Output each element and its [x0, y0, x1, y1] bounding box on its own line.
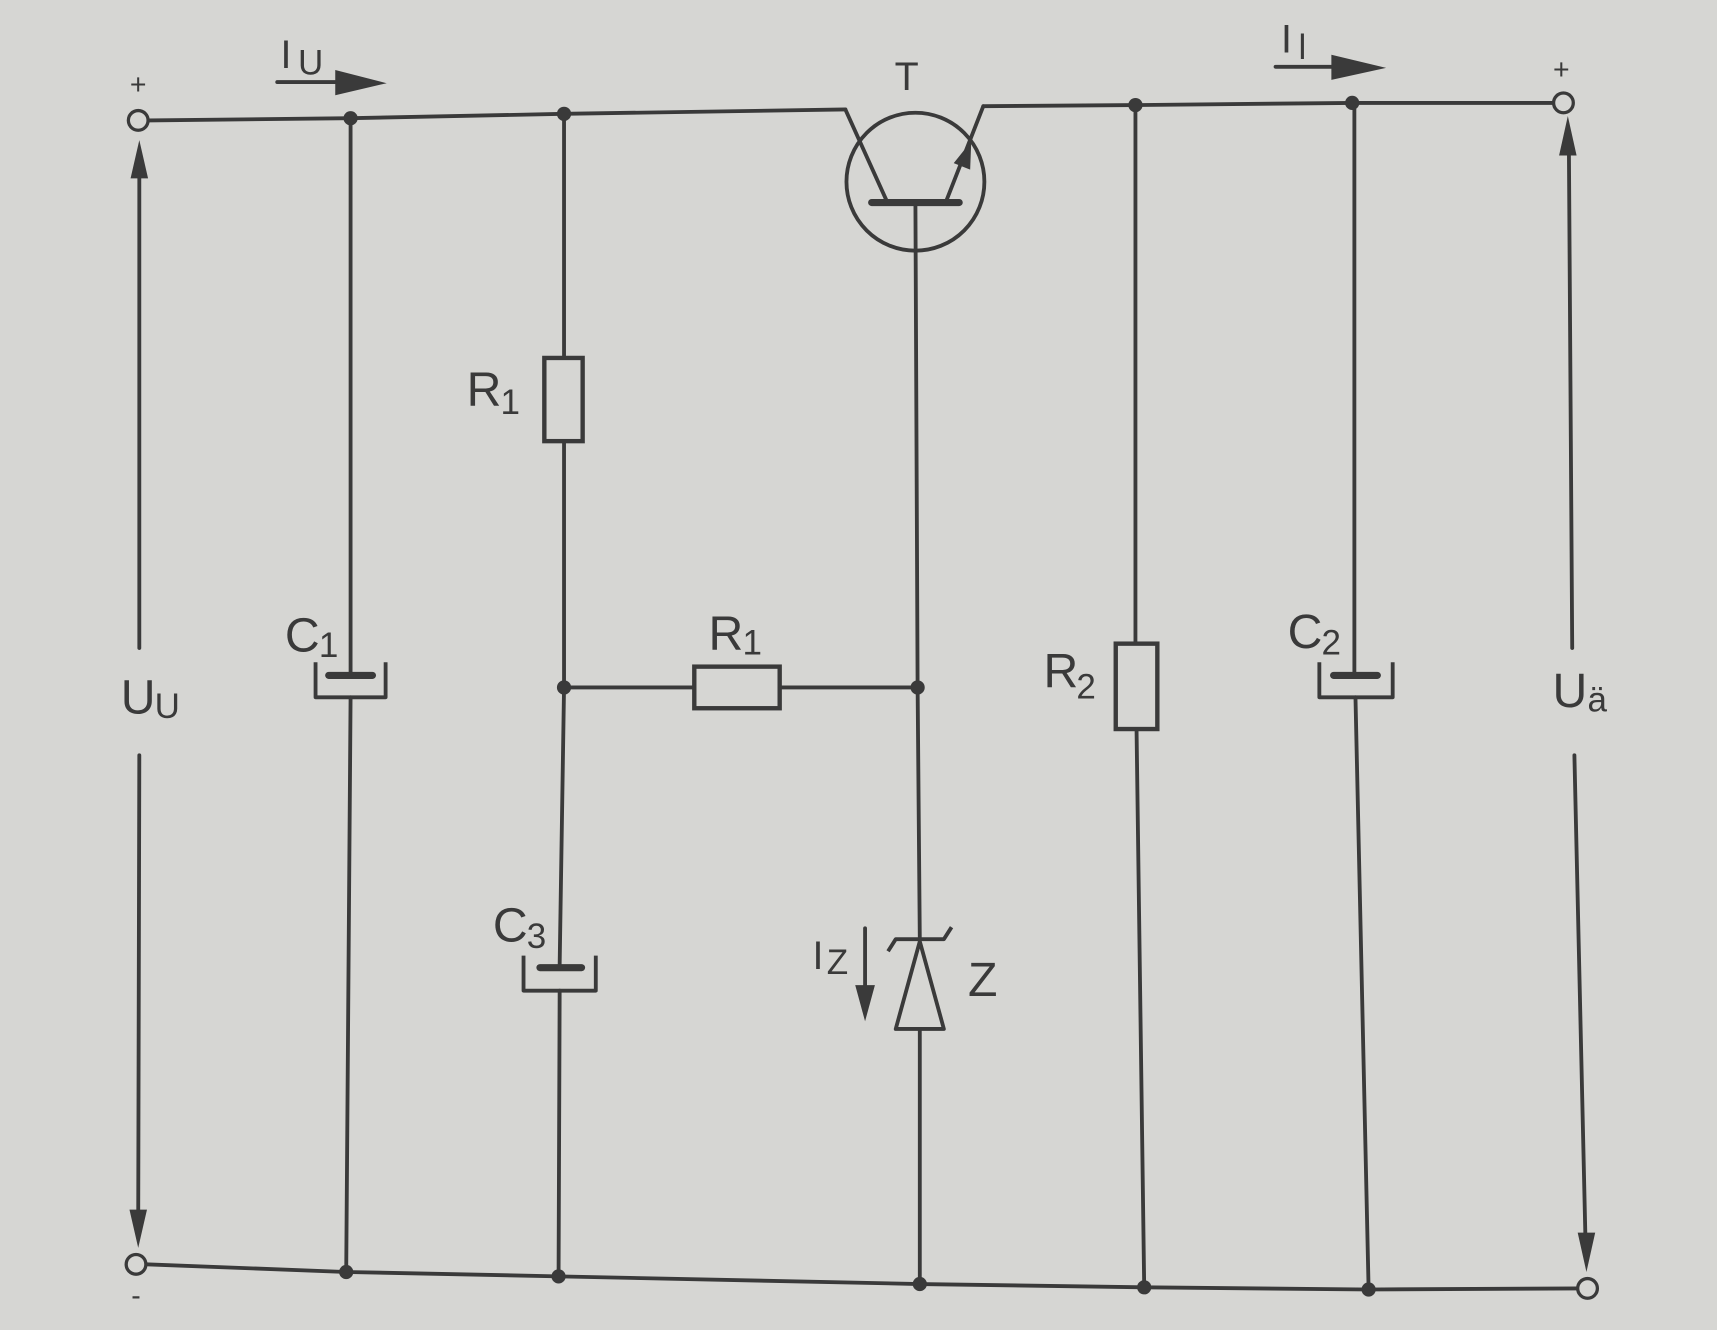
input-current-arrowhead	[335, 70, 387, 96]
c3-lower-wire	[556, 988, 562, 1279]
zener-cathode-bar	[886, 926, 954, 953]
output-current-symbol: I	[1281, 18, 1292, 62]
zener-triangle	[893, 939, 946, 1031]
c3-subscript: 3	[527, 917, 546, 956]
output-voltage-symbol: U	[1553, 664, 1588, 718]
c2-lower-wire	[1353, 695, 1371, 1292]
input-plus-sign: +	[130, 69, 147, 101]
input-voltage-arrowhead-down	[129, 1209, 147, 1248]
r1-vertical-subscript: 1	[501, 383, 520, 422]
output-plus-terminal	[1551, 91, 1575, 115]
zener-label: Z	[968, 953, 997, 1007]
c3-upper-wire	[557, 685, 566, 967]
output-voltage-arrow-upper	[1567, 151, 1575, 650]
junction-dot	[343, 111, 358, 126]
c2-label: C 2	[1288, 605, 1341, 663]
input-minus-sign: -	[131, 1280, 140, 1312]
top-rail-output-wire	[981, 100, 1556, 109]
junction-dot	[1345, 95, 1360, 111]
transistor-emitter-arrow	[953, 141, 972, 170]
input-minus-terminal	[124, 1252, 148, 1276]
output-minus-terminal	[1576, 1276, 1600, 1300]
input-plus-terminal	[126, 108, 150, 132]
zener-current-label: I Z	[813, 934, 849, 982]
transistor-base-lead	[913, 201, 920, 690]
r2-symbol: R	[1043, 644, 1078, 698]
transistor-collector-lead	[843, 107, 889, 204]
c1-lower-wire	[344, 695, 353, 1274]
junction-dot	[556, 680, 572, 695]
zener-current-subscript: Z	[827, 943, 848, 982]
r1-vertical-label: R 1	[467, 363, 520, 422]
r1-horizontal-symbol: R	[709, 607, 744, 661]
r1-vertical-symbol: R	[467, 363, 502, 417]
c1-label: C 1	[285, 608, 338, 664]
r1-horizontal-subscript: 1	[742, 624, 761, 663]
input-voltage-arrow-lower	[136, 753, 142, 1220]
top-rail-input-wire	[146, 107, 848, 123]
junction-dot	[912, 1276, 927, 1292]
output-voltage-label: U ä	[1553, 664, 1608, 719]
r2-label: R 2	[1043, 644, 1095, 706]
junction-dot	[551, 1269, 566, 1284]
input-current-subscript: U	[298, 43, 323, 82]
output-voltage-arrow-lower	[1572, 753, 1588, 1237]
r2-resistor	[1113, 641, 1160, 732]
r1-horizontal-label: R 1	[709, 607, 762, 662]
junction-dot	[910, 680, 925, 695]
output-current-label: I l	[1281, 18, 1306, 68]
junction-dot	[556, 106, 572, 121]
zener-current-symbol: I	[813, 934, 824, 978]
input-voltage-label: U U	[121, 671, 180, 726]
input-voltage-arrowhead-up	[130, 140, 149, 179]
r1-vertical-resistor	[542, 355, 585, 444]
zener-current-arrowhead	[855, 985, 875, 1022]
output-current-arrowhead	[1331, 54, 1387, 80]
c2-symbol: C	[1288, 605, 1323, 659]
output-current-subscript: l	[1299, 28, 1307, 67]
c1-symbol: C	[285, 608, 320, 662]
output-plus-sign: +	[1553, 54, 1570, 86]
c3-label: C 3	[493, 898, 546, 956]
junction-dot	[1128, 97, 1143, 113]
output-voltage-arrowhead-down	[1577, 1232, 1596, 1272]
r1-horizontal-resistor	[692, 664, 782, 711]
output-voltage-arrowhead-up	[1559, 116, 1577, 156]
junction-dot	[339, 1264, 354, 1280]
input-current-label: I U	[281, 33, 324, 83]
c3-symbol: C	[493, 898, 528, 952]
c2-subscript: 2	[1322, 624, 1341, 663]
junction-dot	[1361, 1282, 1376, 1297]
input-voltage-symbol: U	[121, 671, 156, 725]
input-voltage-subscript: U	[155, 687, 180, 726]
zener-upper-wire	[915, 685, 922, 942]
input-current-symbol: I	[281, 33, 292, 77]
output-voltage-subscript: ä	[1588, 681, 1608, 720]
r2-lower-wire	[1134, 727, 1147, 1290]
c1-subscript: 1	[319, 626, 338, 665]
transistor-label: T	[895, 55, 919, 99]
junction-dot	[1137, 1280, 1152, 1295]
r2-subscript: 2	[1076, 667, 1095, 706]
